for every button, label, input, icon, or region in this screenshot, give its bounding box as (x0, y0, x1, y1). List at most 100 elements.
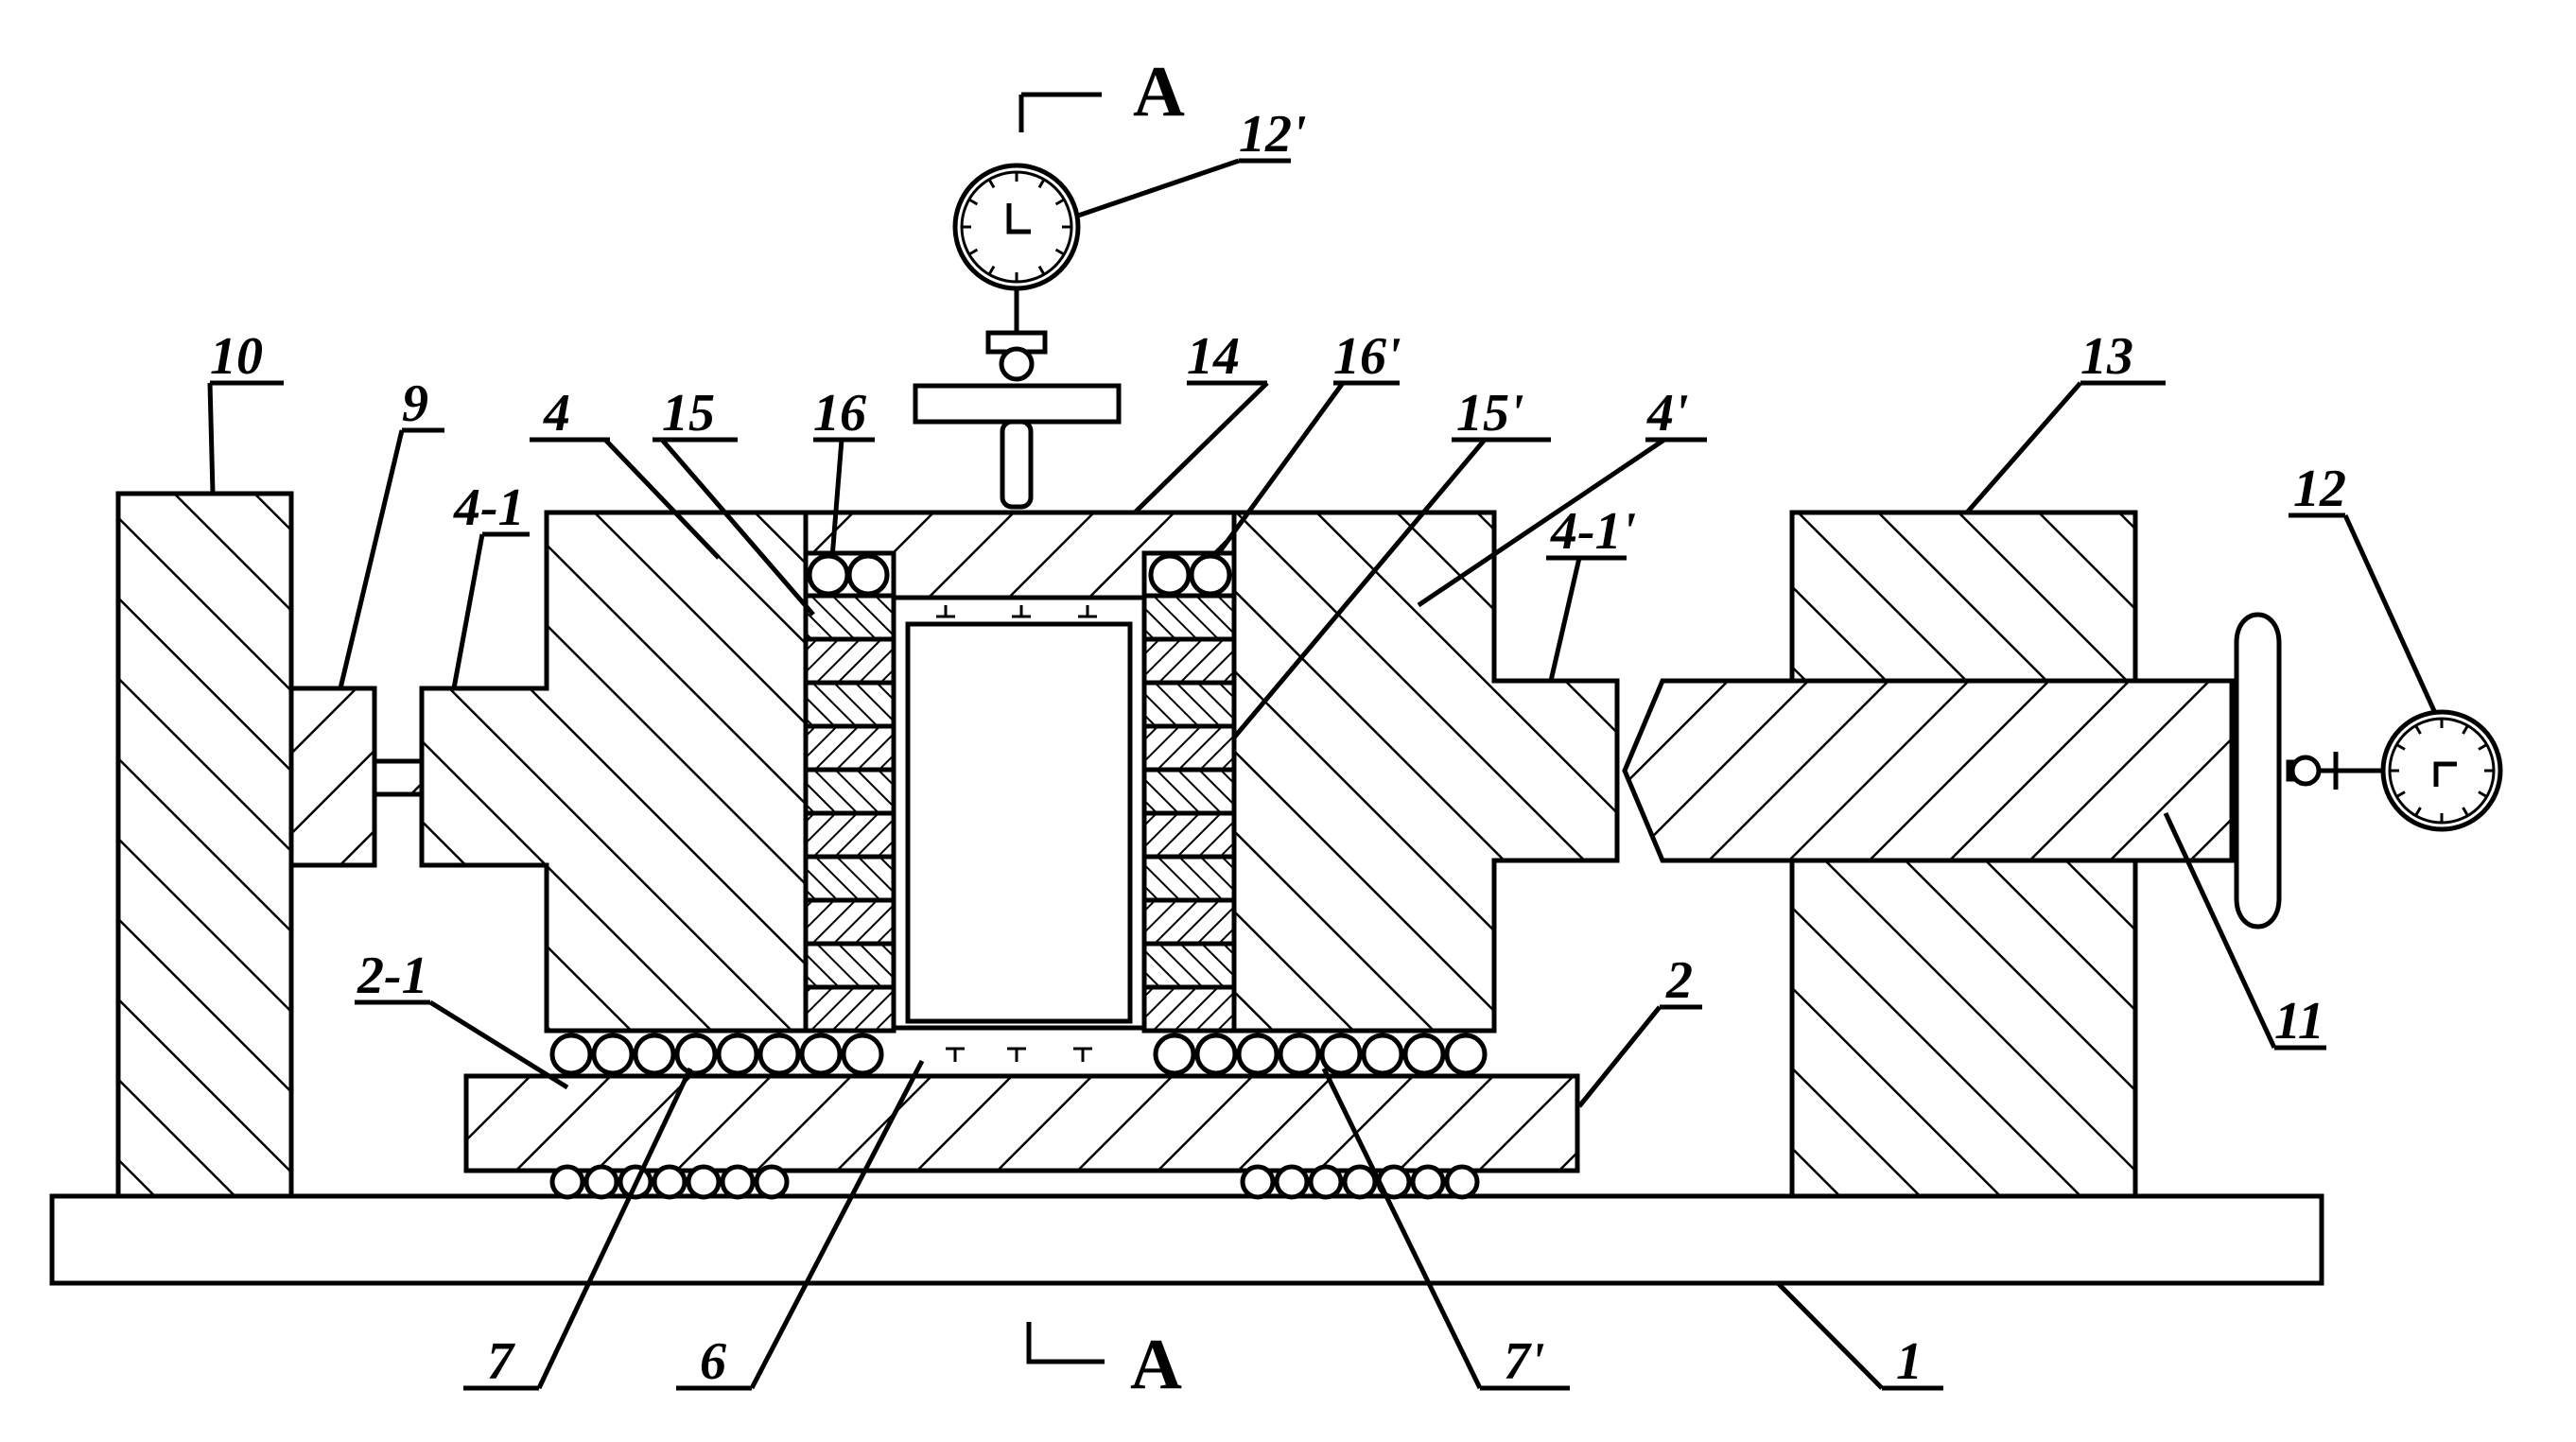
left-support (115, 491, 294, 1199)
roller-row-right (1153, 1033, 1488, 1076)
label-4-1: 4-1 (453, 478, 525, 537)
pad-layer (1144, 683, 1234, 726)
roller (799, 1033, 843, 1076)
roller (549, 1164, 585, 1200)
slide-plate (463, 1073, 1580, 1173)
label-4-prime: 4' (1646, 384, 1689, 443)
leader-lines (207, 158, 2438, 1391)
dial-tick (1054, 198, 1065, 206)
label-1: 1 (1896, 1332, 1923, 1391)
roller (1444, 1033, 1488, 1076)
screw-shaft (1622, 678, 2235, 863)
label-12-prime: 12' (1239, 105, 1307, 164)
roller (1308, 1164, 1344, 1200)
roller (1236, 1033, 1279, 1076)
pad-layer (1144, 987, 1234, 1031)
dial-gauge-top (913, 163, 1122, 510)
roller (1319, 1033, 1363, 1076)
roller (1240, 1164, 1276, 1200)
specimen-box (891, 595, 1147, 1062)
label-10: 10 (210, 327, 263, 386)
dial-gauge-icon (2286, 709, 2503, 832)
label-14: 14 (1187, 327, 1240, 386)
label-16-prime: 16' (1333, 327, 1401, 386)
pad-layer (806, 639, 894, 683)
pad-layer (806, 813, 894, 857)
roller (1361, 1033, 1404, 1076)
roller (591, 1033, 635, 1076)
dial-tick (1054, 248, 1065, 256)
part-labels: 10 9 4-1 4 15 16 14 16' 15' 4' 4-1' 13 1… (210, 105, 2346, 1391)
roller (1402, 1033, 1446, 1076)
pad-outline (803, 984, 896, 1034)
pad-layer (806, 683, 894, 726)
pad-layer (806, 900, 894, 944)
dial-tick (1037, 265, 1046, 275)
label-4: 4 (543, 384, 570, 443)
label-7: 7 (487, 1332, 515, 1391)
pad-stack-left (803, 593, 896, 1034)
label-7-prime: 7' (1504, 1332, 1545, 1391)
roller (549, 1033, 593, 1076)
roller (1342, 1164, 1378, 1200)
pad-layer (1144, 900, 1234, 944)
top-rollers-right (1148, 553, 1232, 597)
roller (583, 1164, 619, 1200)
label-4-1-prime: 4-1' (1550, 502, 1636, 561)
roller (754, 1164, 790, 1200)
roller (1194, 1033, 1238, 1076)
pad-layer (1144, 639, 1234, 683)
label-2: 2 (1665, 951, 1693, 1010)
right-support (1789, 510, 2138, 1199)
roller (652, 1164, 688, 1200)
dial-tick (987, 265, 996, 275)
section-label-bottom: A (1130, 1325, 1182, 1404)
pad-layer (1144, 726, 1234, 770)
label-15: 15 (662, 384, 715, 443)
roller (633, 1033, 676, 1076)
pad-layer (1144, 857, 1234, 900)
pad-layer (1144, 770, 1234, 813)
dial-tick (2478, 743, 2488, 751)
dial-tick (2414, 807, 2422, 817)
roller (1278, 1033, 1321, 1076)
dial-tick (2414, 724, 2422, 735)
roller (674, 1033, 718, 1076)
dial-tick (2478, 790, 2488, 798)
clamp-block-left (419, 510, 809, 1034)
dial-tick (2395, 790, 2406, 798)
roller (716, 1033, 759, 1076)
roller (720, 1164, 756, 1200)
section-label-top: A (1133, 52, 1185, 131)
roller-row-left (549, 1033, 884, 1076)
dial-tick (987, 179, 996, 189)
handwheel-icon[interactable] (2234, 612, 2282, 929)
dial-tick (2462, 724, 2469, 735)
dial-tick (968, 248, 979, 256)
dial-tick (2395, 743, 2406, 751)
pad-layer (1144, 813, 1234, 857)
label-2-1: 2-1 (357, 947, 428, 1005)
label-9: 9 (402, 374, 428, 433)
roller (1274, 1164, 1310, 1200)
pad-layer (806, 857, 894, 900)
dial-tick (2462, 807, 2469, 817)
roller (1410, 1164, 1446, 1200)
label-11: 11 (2274, 992, 2324, 1051)
pad-layer (806, 596, 894, 639)
pad-layer (806, 726, 894, 770)
pad-layer (806, 944, 894, 987)
base-plate (49, 1193, 2324, 1286)
pad-stack-right (1141, 593, 1237, 1034)
lower-rollers-right (1240, 1164, 1480, 1200)
load-cell (288, 686, 425, 868)
top-rollers-left (807, 553, 890, 597)
label-15-prime: 15' (1456, 384, 1524, 443)
dial-tick (968, 198, 979, 206)
section-marker-bottom: A (1026, 1322, 1182, 1404)
dial-tick (1037, 179, 1046, 189)
roller (757, 1033, 801, 1076)
pad-outline (1141, 984, 1237, 1034)
roller (1444, 1164, 1480, 1200)
